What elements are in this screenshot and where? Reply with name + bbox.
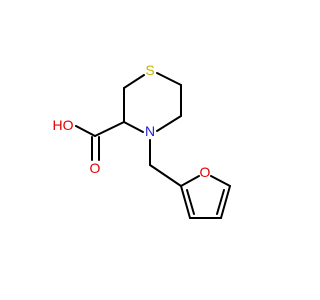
sulfur-atom-label: S xyxy=(145,62,154,78)
bond-furan-c3-c2-inner xyxy=(186,189,195,215)
nitrogen-atom-label: N xyxy=(145,123,155,139)
molecule-diagram: S N HO O O xyxy=(53,62,231,219)
bond-furan-o-c5 xyxy=(210,175,231,187)
bond-furan-c2-o xyxy=(180,175,200,187)
carbonyl-oxygen-label: O xyxy=(90,160,101,176)
bond-ch2-furan xyxy=(149,164,182,187)
furan-oxygen-label: O xyxy=(200,164,211,180)
bond-n-c5 xyxy=(156,115,182,132)
bond-cooh-oh xyxy=(75,125,96,137)
bond-c3-n xyxy=(123,121,144,133)
bond-s-c2 xyxy=(123,74,145,89)
bond-c6-s xyxy=(156,72,182,86)
bond-furan-c3-c2 xyxy=(180,185,191,219)
bond-c3-cooh xyxy=(94,121,125,137)
bond-furan-c5-c4-inner xyxy=(216,189,225,215)
hydroxyl-label: HO xyxy=(53,117,74,133)
bond-furan-c5-c4 xyxy=(220,185,231,219)
